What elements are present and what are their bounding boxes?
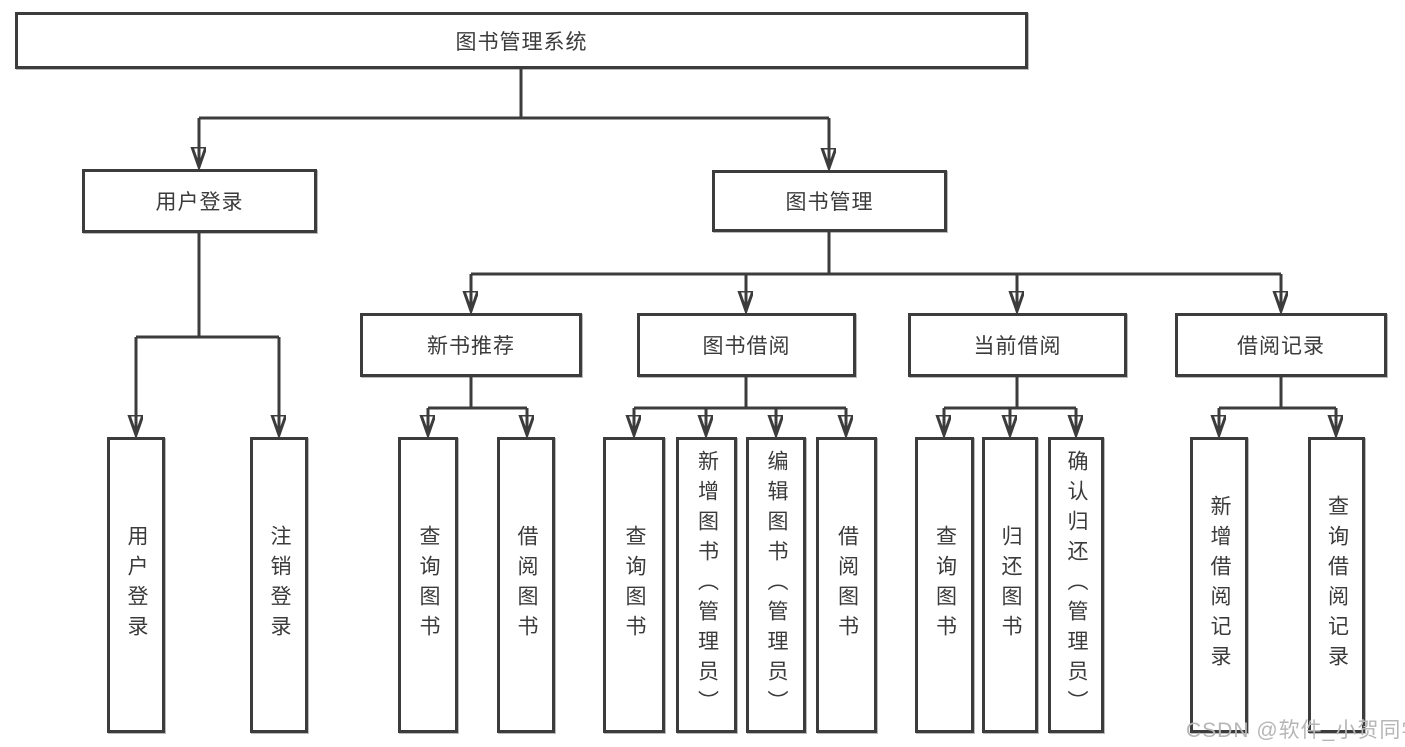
node-label: 当前借阅: [973, 335, 1062, 358]
leaf-label: 查询借阅记录: [1325, 495, 1349, 675]
leaf-user-login: 用户登录: [107, 437, 165, 733]
node-current-borrowing: 当前借阅: [908, 313, 1127, 377]
leaf-borrow-books-recommend: 借阅图书: [497, 437, 555, 733]
leaf-label: 确认归还（管理员）: [1065, 450, 1089, 720]
leaf-add-book-admin: 新增图书（管理员）: [676, 437, 737, 733]
node-label: 新书推荐: [427, 335, 515, 358]
leaf-add-borrow-record: 新增借阅记录: [1190, 437, 1248, 733]
leaf-label: 新增图书（管理员）: [695, 450, 719, 720]
node-book-borrowing: 图书借阅: [637, 313, 856, 377]
node-label: 图书借阅: [702, 335, 791, 358]
leaf-return-book: 归还图书: [982, 437, 1038, 733]
node-library-system: 图书管理系统: [15, 12, 1028, 69]
node-label: 用户登录: [155, 191, 244, 214]
leaf-label: 查询图书: [933, 525, 957, 645]
leaf-query-borrow-record: 查询借阅记录: [1308, 437, 1365, 733]
leaf-label: 用户登录: [125, 525, 149, 645]
node-user-login: 用户登录: [82, 169, 317, 233]
node-new-book-recommend: 新书推荐: [360, 313, 582, 377]
leaf-label: 查询图书: [417, 525, 441, 645]
leaf-confirm-return-admin: 确认归还（管理员）: [1048, 437, 1104, 733]
node-label: 图书管理: [785, 191, 874, 214]
leaf-edit-book-admin: 编辑图书（管理员）: [746, 437, 806, 733]
leaf-label: 借阅图书: [515, 525, 539, 645]
csdn-watermark: CSDN @软件_小贺同学: [1186, 719, 1405, 742]
node-label: 借阅记录: [1237, 335, 1325, 358]
leaf-label: 查询图书: [623, 525, 647, 645]
node-label: 图书管理系统: [455, 30, 588, 54]
node-borrowing-records: 借阅记录: [1175, 313, 1387, 377]
leaf-query-books-current: 查询图书: [915, 437, 974, 733]
leaf-borrow-books-borrowing: 借阅图书: [816, 437, 877, 733]
leaf-label: 编辑图书（管理员）: [765, 450, 789, 720]
leaf-logout-login: 注销登录: [250, 437, 308, 733]
leaf-label: 新增借阅记录: [1208, 495, 1232, 675]
leaf-query-books-recommend: 查询图书: [398, 437, 458, 733]
node-book-management: 图书管理: [712, 170, 947, 232]
leaf-query-books-borrowing: 查询图书: [603, 437, 665, 733]
leaf-label: 借阅图书: [835, 525, 859, 645]
leaf-label: 注销登录: [268, 525, 292, 645]
leaf-label: 归还图书: [999, 525, 1023, 645]
